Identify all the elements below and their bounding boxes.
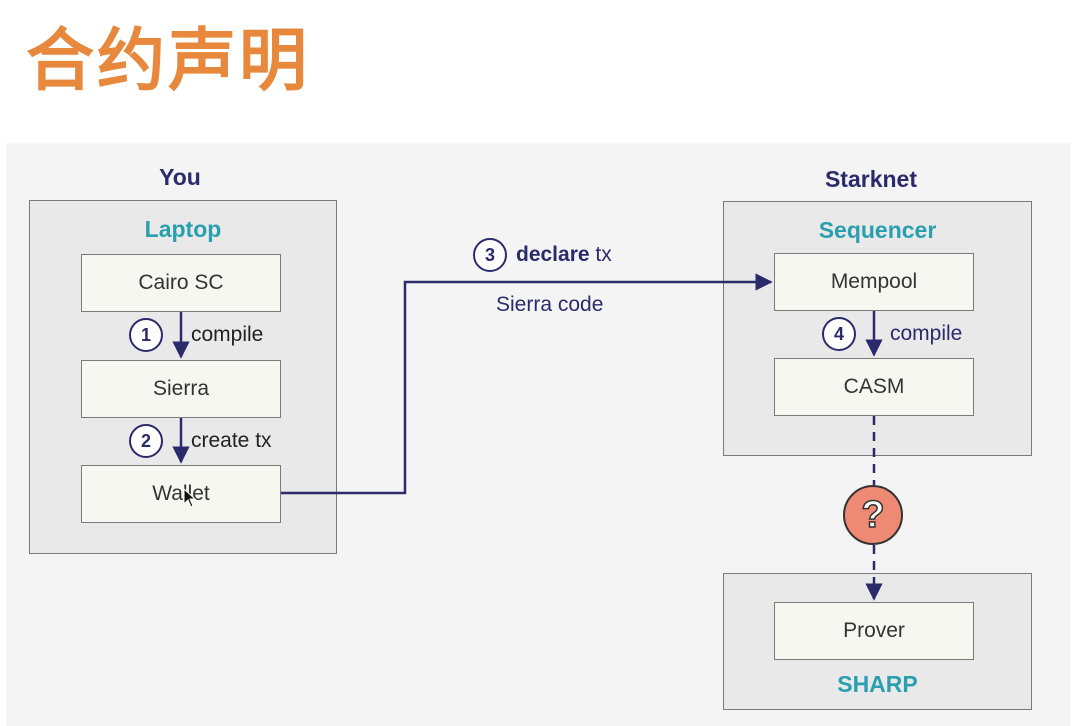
step-4-badge: 4 [822, 317, 856, 351]
step-1-badge: 1 [129, 318, 163, 352]
step-1-label: compile [191, 323, 264, 346]
tx-text: tx [589, 243, 612, 266]
sierra-code-label: Sierra code [496, 293, 604, 316]
sequencer-title: Sequencer [818, 217, 937, 243]
sharp-title: SHARP [837, 671, 918, 697]
step-2-label: create tx [191, 429, 272, 452]
casm-node: CASM [774, 358, 974, 416]
declare-tx-arrow [281, 273, 773, 495]
cairo-sc-node: Cairo SC [81, 254, 281, 312]
page-title: 合约声明 [26, 22, 311, 101]
starknet-heading: Starknet [824, 166, 918, 192]
declare-keyword: declare [516, 243, 590, 266]
wallet-node: Wallet [81, 465, 281, 523]
step-4-label: compile [890, 322, 963, 345]
prover-node: Prover [774, 602, 974, 660]
mempool-node: Mempool [774, 253, 974, 311]
step-3-badge: 3 [473, 238, 507, 272]
question-icon: ? [843, 485, 903, 545]
sierra-node: Sierra [81, 360, 281, 418]
you-heading: You [159, 164, 201, 190]
step-2-badge: 2 [129, 424, 163, 458]
mouse-cursor-icon [183, 488, 197, 508]
step-3-label: declare tx [516, 243, 612, 267]
laptop-title: Laptop [144, 216, 222, 242]
